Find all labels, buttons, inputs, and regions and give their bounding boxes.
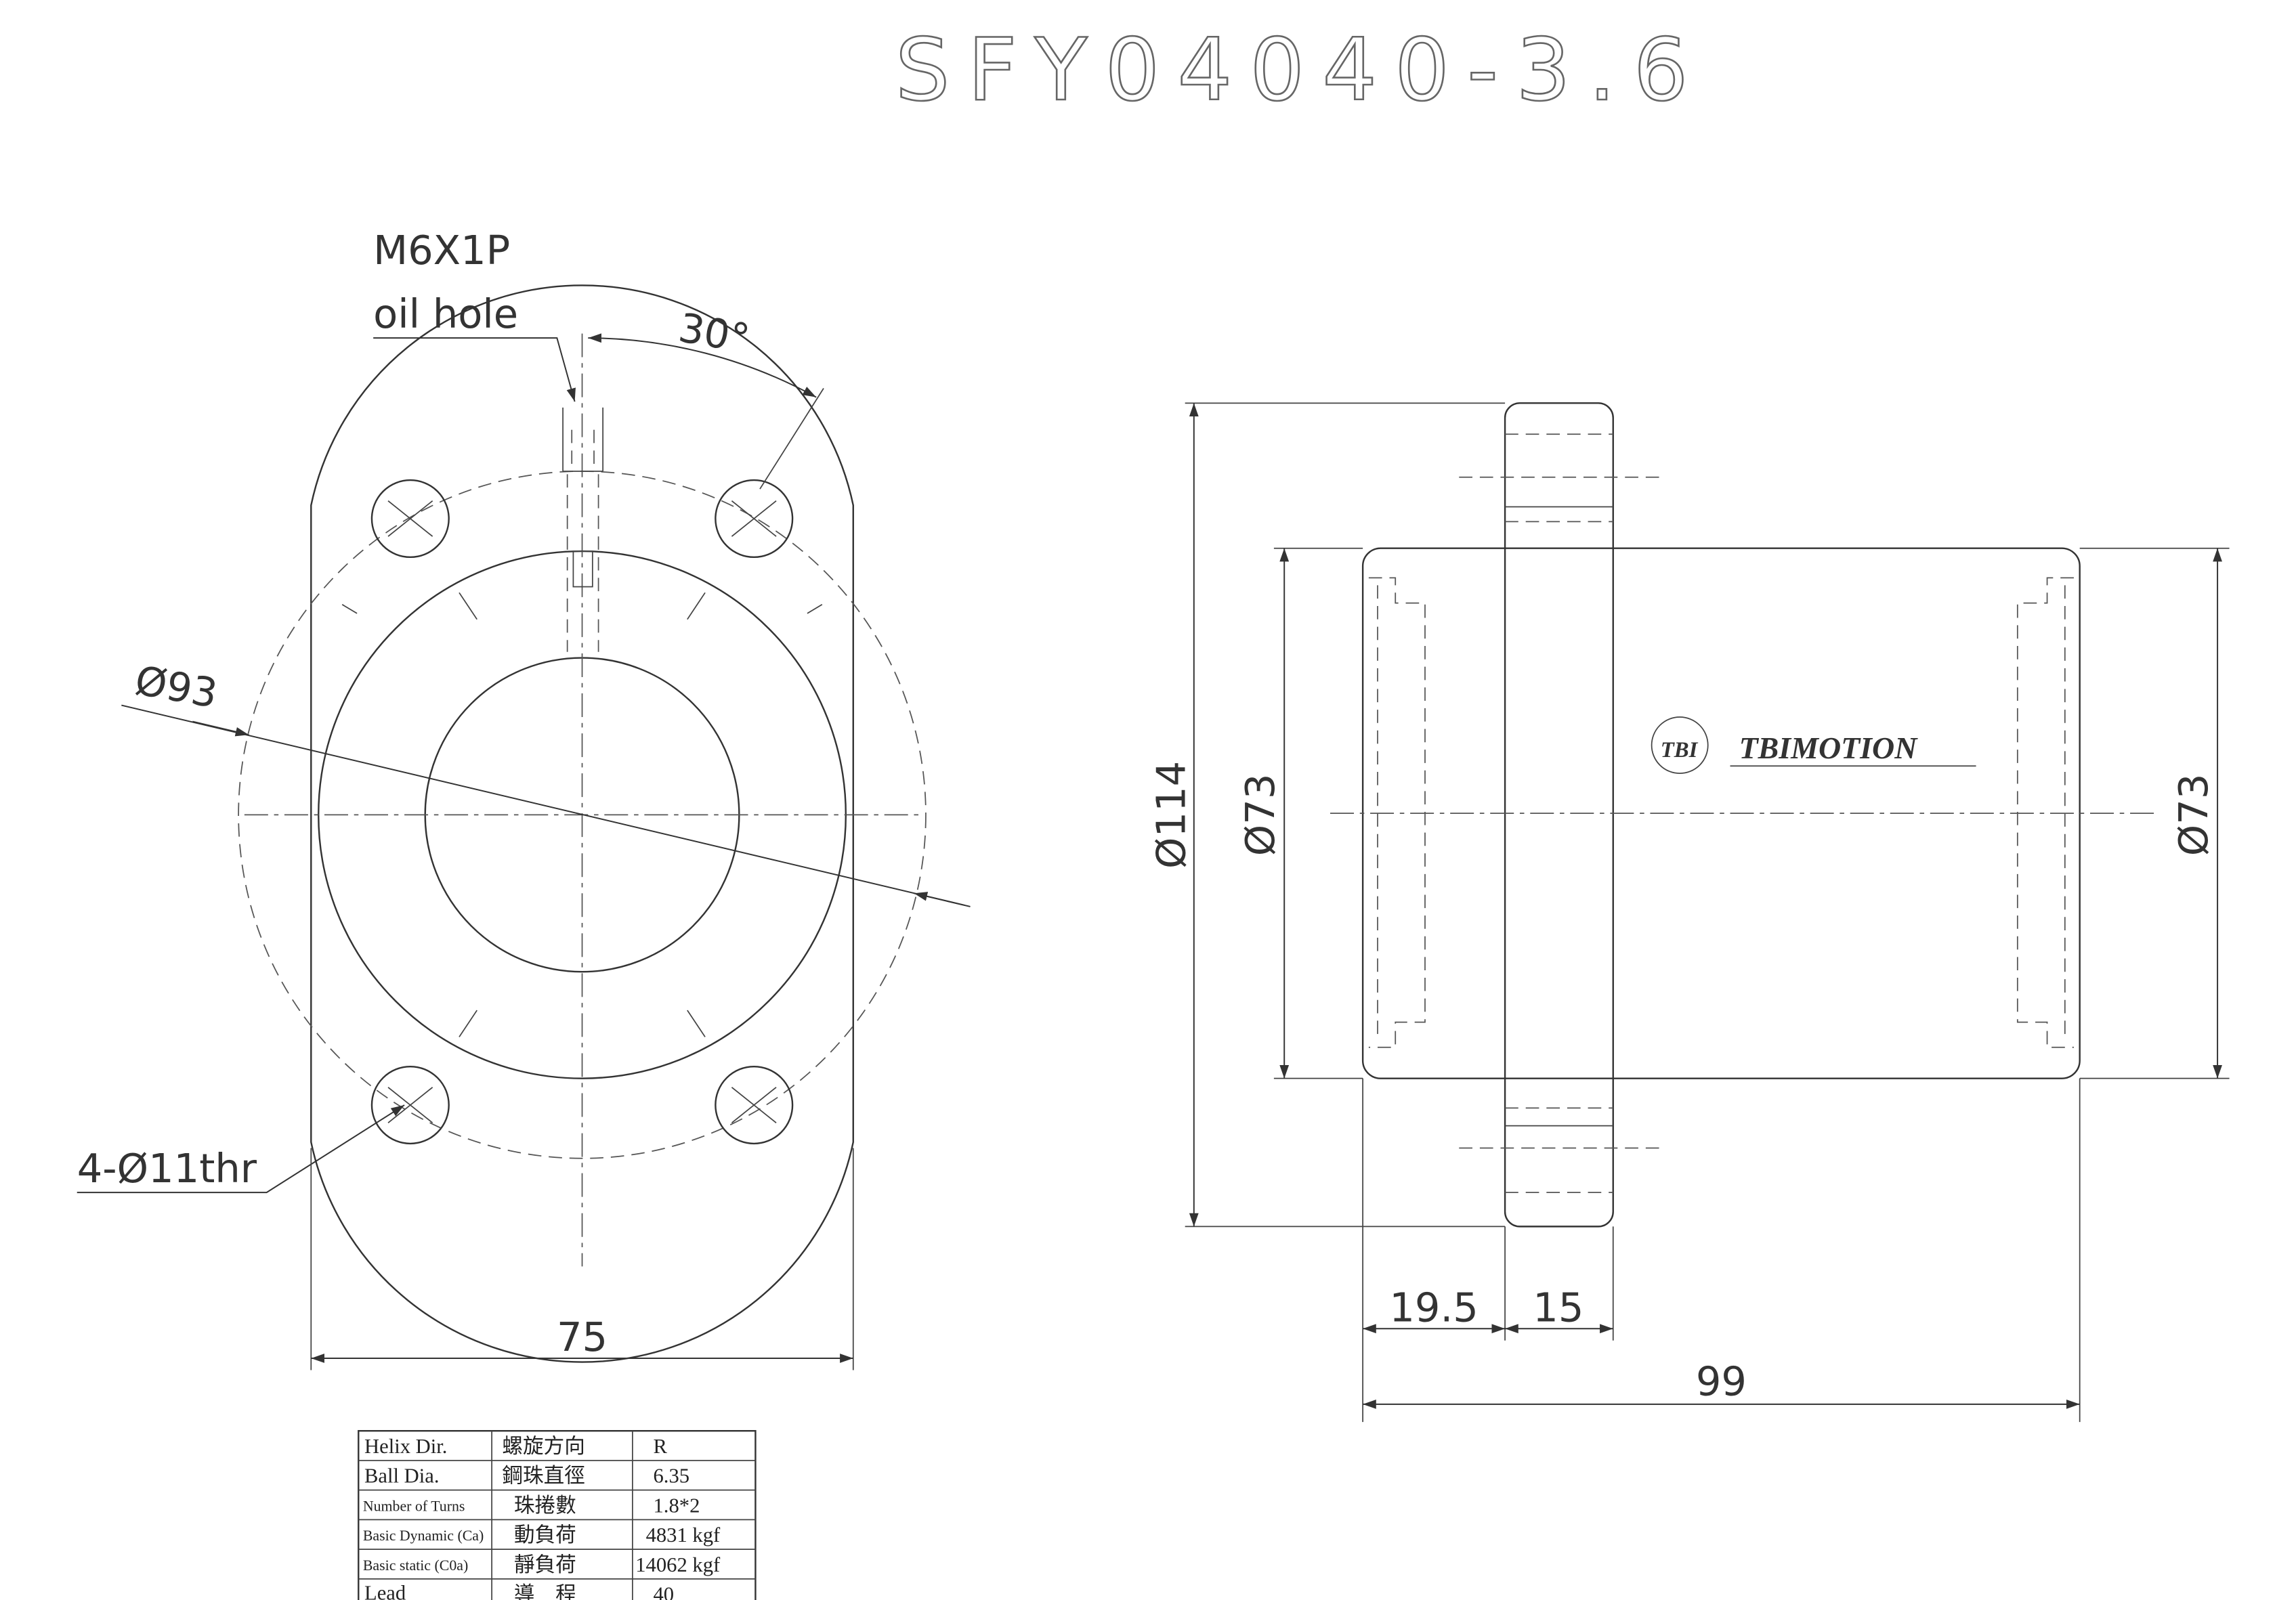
table-row: Number of Turns 珠捲數 1.8*2: [363, 1494, 700, 1517]
table-row: Lead 導 程 40: [364, 1582, 674, 1600]
oil-hole: [562, 407, 604, 652]
bolt-hole: [370, 479, 450, 559]
table-row: Basic static (C0a) 靜負荷 14062 kgf: [363, 1553, 721, 1576]
table-cell-value: R: [654, 1435, 668, 1458]
bolt-hole: [370, 1065, 450, 1145]
logo-mark: TBI: [1661, 738, 1699, 762]
table-cell-value: 4831 kgf: [646, 1523, 721, 1547]
table-cell-en: Lead: [364, 1582, 406, 1600]
spec-table: Helix Dir. 螺旋方向 R Ball Dia. 鋼珠直徑 6.35 Nu…: [358, 1430, 757, 1600]
holes-leader: [77, 1104, 405, 1194]
table-cell-en: Ball Dia.: [364, 1465, 440, 1488]
bolt-hole: [715, 479, 794, 559]
table-cell-zh: 導 程: [514, 1583, 576, 1600]
width-label: 75: [557, 1314, 608, 1360]
table-row: Ball Dia. 鋼珠直徑 6.35: [364, 1465, 689, 1488]
left-end-cap-hidden: [1368, 577, 1426, 1048]
table-cell-value: 1.8*2: [654, 1494, 700, 1517]
flange-thickness-label: 15: [1533, 1284, 1583, 1331]
front-view: M6X1P oil hole 30° Ø93 4-Ø11thr 75: [77, 227, 971, 1370]
body-diameter-right-label: Ø73: [2170, 774, 2217, 857]
angle-dimension-arc: [588, 333, 817, 398]
oil-hole-label: oil hole: [373, 290, 518, 337]
length-label: 99: [1696, 1358, 1747, 1405]
angle-extension-line: [759, 388, 824, 490]
table-cell-en: Helix Dir.: [364, 1435, 447, 1458]
table-cell-value: 40: [654, 1583, 675, 1600]
flange-detail-lines: [1505, 506, 1613, 1127]
table-row: Basic Dynamic (Ca) 動負荷 4831 kgf: [363, 1523, 721, 1547]
table-cell-zh: 珠捲數: [514, 1494, 576, 1517]
table-cell-zh: 螺旋方向: [502, 1435, 584, 1458]
table-cell-zh: 鋼珠直徑: [502, 1465, 584, 1488]
radial-ticks: [341, 592, 823, 1037]
pcd-arrow-left: [192, 720, 249, 737]
bolt-hole-marks: [387, 500, 777, 1123]
body-diameter-left-label: Ø73: [1237, 774, 1283, 857]
nut-flange: [1504, 402, 1614, 1228]
pcd-label: Ø93: [131, 657, 221, 717]
logo-text: TBIMOTION: [1739, 731, 1919, 765]
angle-label: 30°: [675, 304, 753, 362]
side-view: TBI TBIMOTION Ø114 Ø73 Ø73 19.5 15 99: [1148, 402, 2230, 1423]
table-cell-en: Basic static (C0a): [363, 1557, 468, 1574]
drawing-title: SFY04040-3.6: [895, 20, 1706, 120]
flange-diameter-label: Ø114: [1148, 761, 1195, 869]
table-cell-value: 6.35: [654, 1465, 690, 1488]
pcd-leader: [121, 704, 965, 906]
table-cell-en: Basic Dynamic (Ca): [363, 1528, 484, 1544]
flange-hidden-lines: [1459, 433, 1659, 1193]
oil-hole-leader: [373, 337, 576, 402]
table-cell-en: Number of Turns: [363, 1498, 465, 1514]
table-cell-value: 14062 kgf: [635, 1553, 721, 1576]
bolt-hole: [715, 1065, 794, 1145]
table-cell-zh: 靜負荷: [514, 1553, 576, 1576]
offset-label: 19.5: [1389, 1284, 1478, 1331]
oil-hole-spec-label: M6X1P: [373, 227, 510, 274]
pcd-arrow-right: [914, 892, 971, 907]
tbimotion-logo: TBI TBIMOTION: [1651, 716, 1976, 775]
table-row: Helix Dir. 螺旋方向 R: [364, 1435, 667, 1458]
right-end-cap-hidden: [2016, 577, 2074, 1048]
holes-label: 4-Ø11thr: [77, 1145, 257, 1192]
flange-outline: [310, 284, 854, 1363]
table-cell-zh: 動負荷: [514, 1523, 576, 1547]
